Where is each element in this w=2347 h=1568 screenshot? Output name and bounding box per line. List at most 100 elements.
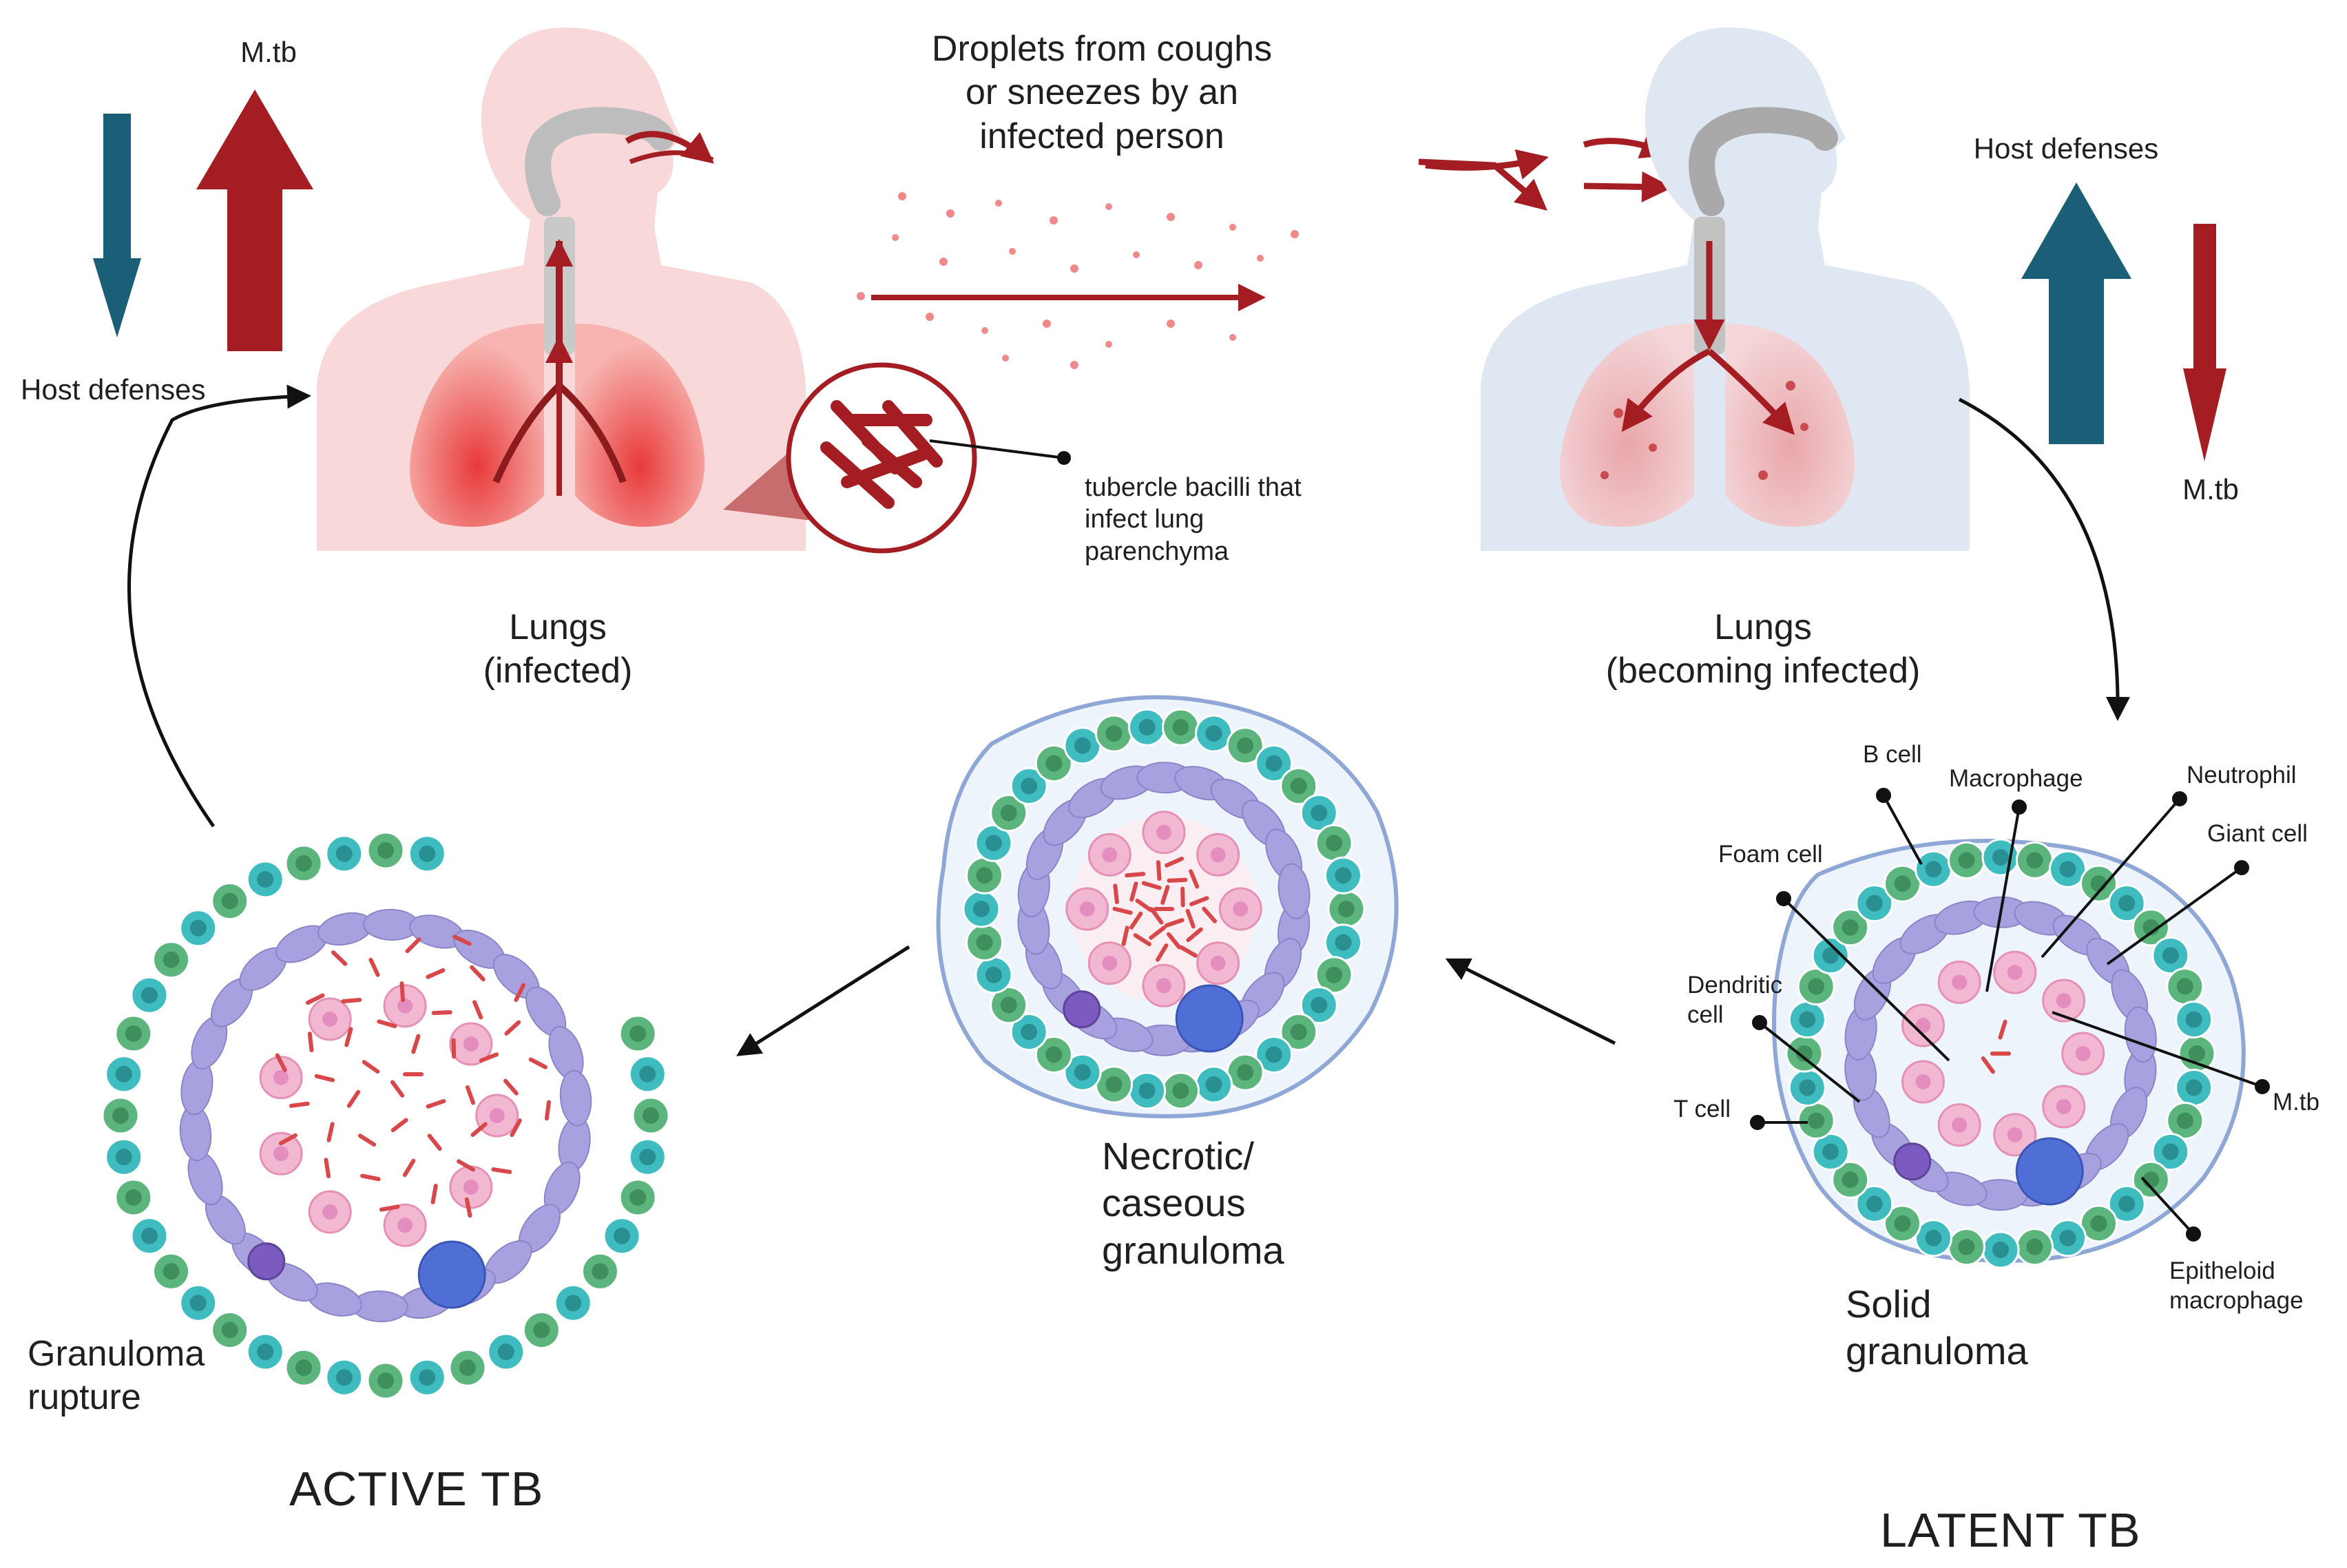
nucleus <box>1290 777 1307 795</box>
inhalation-arrows <box>1418 129 1673 211</box>
necrotic-granuloma <box>936 695 1399 1118</box>
nucleus <box>1311 996 1328 1014</box>
solid-granuloma-label: Solid granuloma <box>1846 1282 2028 1373</box>
bacillus-rod <box>402 1158 416 1178</box>
nucleus <box>163 1263 180 1280</box>
nucleus <box>163 951 180 968</box>
nucleus <box>2162 947 2179 964</box>
nucleus <box>295 1359 313 1377</box>
nucleus <box>1866 895 1883 912</box>
left-host-defenses-label: Host defenses <box>21 373 206 406</box>
nucleus <box>125 1025 142 1043</box>
nucleus <box>1000 996 1017 1014</box>
nucleus <box>1172 1082 1189 1099</box>
nucleus <box>1808 1112 1825 1129</box>
bacillus-rod <box>510 1118 522 1138</box>
nucleus <box>2056 993 2072 1009</box>
bacillus-rod <box>275 1053 287 1072</box>
nucleus <box>2185 1079 2202 1096</box>
macrophage-label: Macrophage <box>1949 765 2083 792</box>
bacillus-rod <box>289 1101 310 1108</box>
left-host-down-arrow <box>93 114 141 337</box>
giant-cell <box>1175 984 1244 1053</box>
nucleus <box>1105 1076 1123 1093</box>
nucleus <box>1205 725 1222 742</box>
nucleus <box>257 870 274 888</box>
nucleus <box>973 901 990 917</box>
nucleus <box>2056 1098 2072 1114</box>
nucleus <box>2075 1046 2091 1061</box>
nucleus <box>1915 1074 1931 1089</box>
nucleus <box>1842 919 1859 936</box>
bacillus-rod <box>1156 943 1169 962</box>
bacillus-rod <box>426 1099 446 1109</box>
nucleus <box>614 1227 631 1244</box>
bacillus-rod <box>479 1052 499 1063</box>
cycle-arrows <box>127 384 2130 1056</box>
nucleus <box>629 1189 647 1206</box>
nucleus <box>976 867 993 884</box>
bacillus-rod <box>379 1204 400 1212</box>
bacillus-rod <box>472 1000 483 1020</box>
bacillus-rod <box>357 1133 377 1147</box>
nucleus <box>1237 737 1254 754</box>
nucleus <box>643 1107 659 1124</box>
mtb-cell-label: M.tb <box>2273 1089 2320 1116</box>
active-tb-label: ACTIVE TB <box>289 1462 544 1516</box>
nucleus <box>1045 1046 1063 1063</box>
bacillus-rod <box>1981 1056 1995 1074</box>
nucleus <box>1952 974 1968 990</box>
bacillus-rod <box>544 1100 552 1121</box>
nucleus <box>1138 1082 1156 1099</box>
nucleus <box>2176 1112 2193 1129</box>
bacillus-rod <box>1129 911 1143 930</box>
nucleus <box>2059 861 2076 878</box>
bacillus-rod <box>344 1027 353 1047</box>
nucleus <box>1102 955 1118 971</box>
nucleus <box>1156 824 1171 840</box>
lungs-infected-label: Lungs (infected) <box>483 607 633 691</box>
bacillus-rod <box>470 965 486 982</box>
right-mtb-label: M.tb <box>2182 473 2239 505</box>
neutrophil <box>1893 1142 1932 1181</box>
nucleus <box>639 1065 656 1083</box>
infected-person-figure <box>317 28 806 551</box>
nucleus <box>1335 934 1352 951</box>
nucleus <box>1925 1229 1942 1246</box>
foam-cell-label: Foam cell <box>1718 841 1823 868</box>
nucleus <box>497 1344 514 1361</box>
nucleus <box>115 1149 132 1166</box>
nucleus <box>1894 875 1911 892</box>
bacillus-rod <box>1165 857 1185 868</box>
giant-cell <box>417 1240 486 1309</box>
nucleus <box>140 987 158 1004</box>
bacillus-rod <box>331 950 348 966</box>
right-host-up-arrow <box>2021 182 2131 444</box>
bacillus-rod <box>390 1080 405 1098</box>
bacillus-rod <box>1164 918 1185 928</box>
nucleus <box>463 1036 479 1052</box>
bacillus-rod <box>1160 885 1170 905</box>
giant-cell-label: Giant cell <box>2207 820 2308 847</box>
nucleus <box>397 1217 413 1233</box>
lungs-becoming-infected-label: Lungs (becoming infected) <box>1605 607 1921 691</box>
cell-callout-lines <box>1750 788 2270 1242</box>
neutrophil <box>247 1242 286 1281</box>
bacillus-rod <box>405 937 421 954</box>
epithelioid-macrophage <box>2124 1006 2157 1063</box>
bacillus-rod <box>1179 945 1198 958</box>
nucleus <box>2162 1143 2179 1160</box>
nucleus <box>2026 1238 2043 1255</box>
nucleus <box>1894 1215 1911 1232</box>
nucleus <box>257 1344 274 1361</box>
nucleus <box>1172 719 1189 736</box>
bacillus-rod <box>1156 860 1162 881</box>
bacillus-rod <box>1112 906 1133 915</box>
nucleus <box>1799 1079 1816 1096</box>
nucleus <box>419 845 436 862</box>
nucleus <box>2142 919 2160 936</box>
droplets-caption: Droplets from coughs or sneezes by an in… <box>931 29 1273 156</box>
bacilli-magnifier <box>723 362 1071 554</box>
bacillus-rod <box>1167 932 1182 950</box>
nucleus <box>1290 1023 1307 1041</box>
